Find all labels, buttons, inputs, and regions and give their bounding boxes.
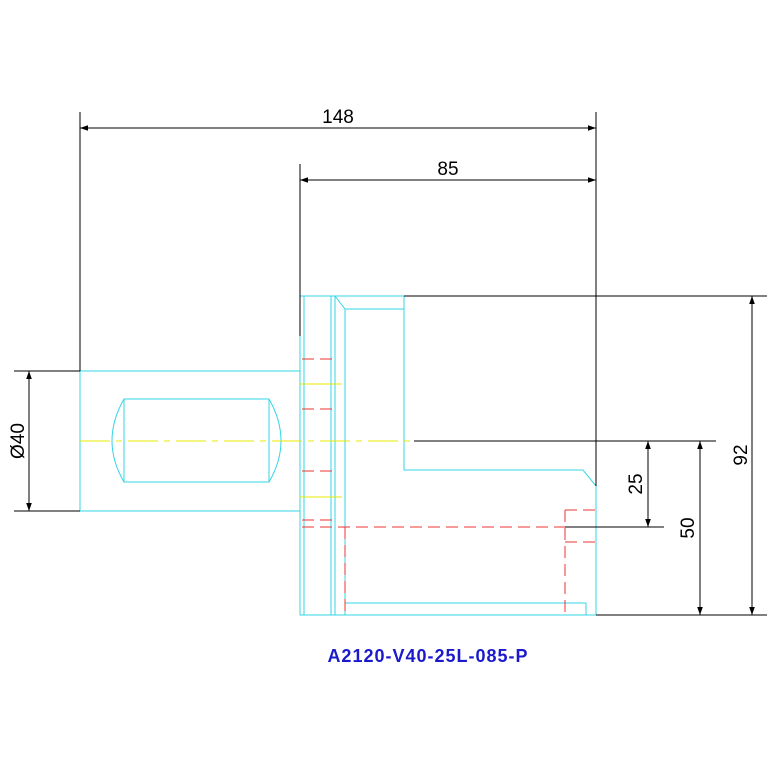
dim-label-92: 92 [731,444,752,465]
hidden-lines [302,358,596,612]
part-outline [79,295,597,616]
dimension-50: 50 [414,440,716,615]
body-inner-profile [334,295,587,615]
dimension-diameter: Ø40 [8,370,80,512]
keyway-slot [123,398,270,483]
center-lines [80,383,410,498]
dim-label-85: 85 [437,159,458,180]
keyway-left-arc [111,398,125,483]
dim-label-25: 25 [626,473,647,494]
dimension-25: 25 [565,441,664,528]
dimension-92: 92 [404,295,767,616]
flange-plate [299,295,336,616]
body-outer-profile [335,295,597,616]
dim-label-50: 50 [678,517,699,538]
dimension-148: 148 [79,107,597,486]
dim-label-diameter: Ø40 [8,423,29,459]
dim-label-148: 148 [322,107,354,128]
part-number-label: A2120-V40-25L-085-P [327,646,528,666]
dimension-85: 85 [299,159,596,336]
